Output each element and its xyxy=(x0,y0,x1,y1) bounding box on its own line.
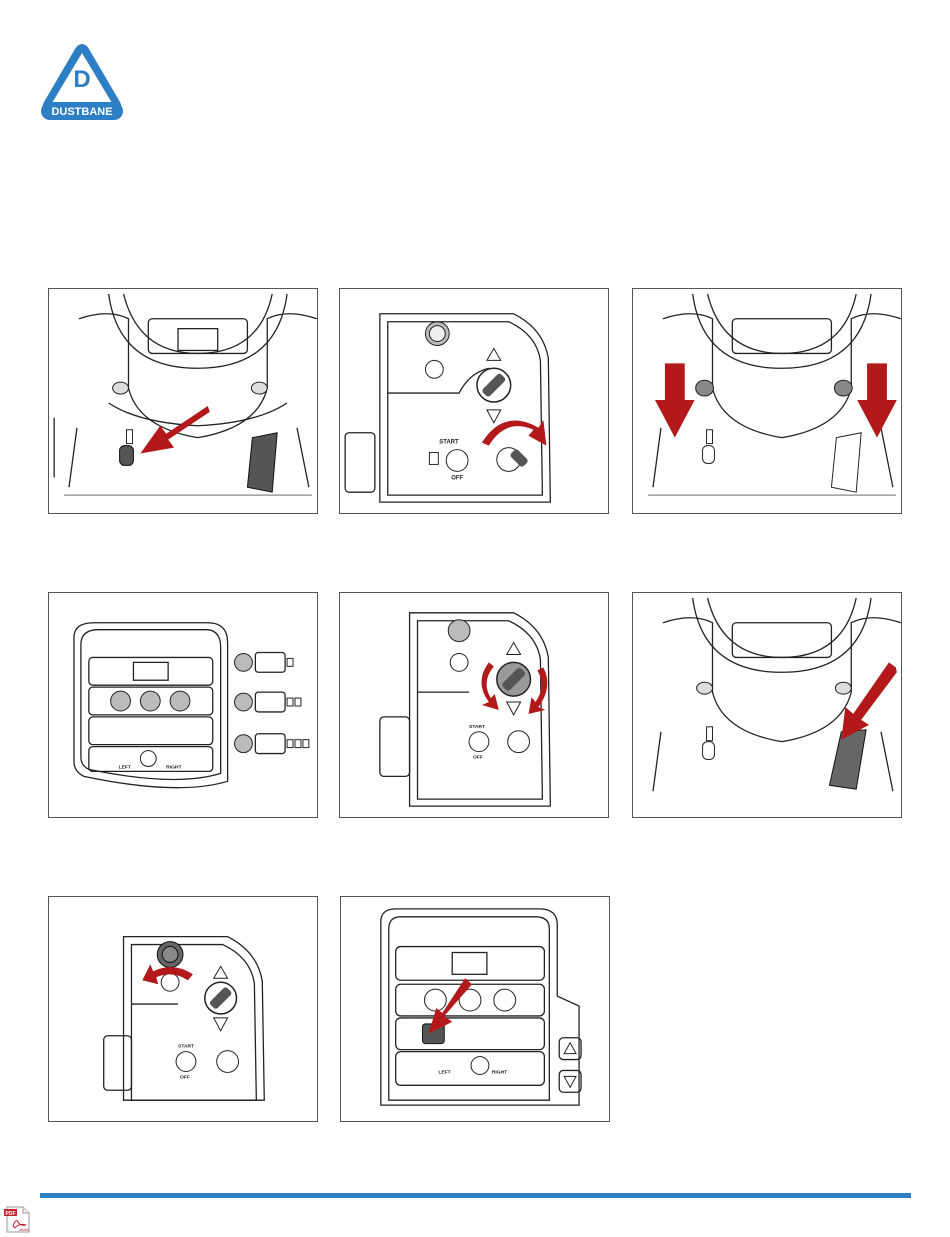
logo-name: DUSTBANE xyxy=(51,106,112,118)
figure-steering-lever xyxy=(48,288,318,514)
rotate-arrow-icon xyxy=(482,420,546,446)
figure-throttle-knob: START OFF xyxy=(48,896,318,1122)
start-label: START xyxy=(439,440,459,446)
arrow-icon xyxy=(841,662,897,739)
figure-up-down-knob: START OFF xyxy=(339,592,609,818)
logo-letter: D xyxy=(73,66,90,93)
left-label: LEFT xyxy=(438,1069,450,1075)
figure-vacuum-button: LEFT RIGHT xyxy=(340,896,610,1122)
footer-rule xyxy=(40,1193,911,1198)
figure-side-brooms xyxy=(632,288,902,514)
pdf-badge-bottom: Adobe xyxy=(19,1228,29,1232)
down-arrow-left-icon xyxy=(655,363,695,437)
right-label: RIGHT xyxy=(166,764,181,770)
rotate-right-arrow-icon xyxy=(529,667,548,714)
figure-drive-pedal xyxy=(632,592,902,818)
pdf-icon[interactable]: PDF Adobe xyxy=(4,1206,32,1233)
arrow-icon xyxy=(140,406,209,454)
off-label: OFF xyxy=(473,755,483,761)
start-label: START xyxy=(469,724,485,730)
start-label: START xyxy=(178,1044,194,1050)
off-label: OFF xyxy=(180,1074,190,1080)
pdf-badge-top: PDF xyxy=(6,1211,16,1217)
rotate-left-arrow-icon xyxy=(481,662,498,710)
down-arrow-right-icon xyxy=(857,363,897,437)
right-label: RIGHT xyxy=(492,1069,507,1075)
left-label: LEFT xyxy=(119,764,131,770)
figure-key-switch: START OFF xyxy=(339,288,609,514)
dustbane-logo: D DUSTBANE xyxy=(38,40,126,122)
off-label: OFF xyxy=(451,475,463,481)
figure-scrub-pressure: LEFT RIGHT xyxy=(48,592,318,818)
